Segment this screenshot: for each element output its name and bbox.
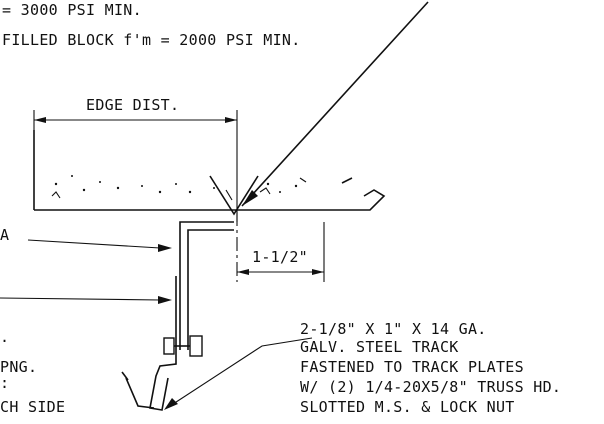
left-label-a: A <box>0 226 9 244</box>
left-label-line2: PNG. <box>0 358 37 376</box>
left-leader-middle-arrow <box>158 296 172 304</box>
track-j-hook-end <box>121 371 129 381</box>
track-callout: 2-1/8" X 1" X 14 GA. GALV. STEEL TRACK F… <box>300 320 561 416</box>
diagonal-leader-line <box>241 1 429 207</box>
lock-nut <box>189 335 203 357</box>
left-leader-top-arrow <box>158 244 172 252</box>
left-label-line3: : <box>0 374 9 392</box>
offset-dimension-label: 1-1/2" <box>252 248 308 266</box>
track-inner-leg <box>187 229 234 350</box>
left-leader-top <box>27 239 161 249</box>
concrete-aggregate <box>51 175 307 199</box>
note-filled-block-strength: FILLED BLOCK f'm = 2000 PSI MIN. <box>2 31 301 49</box>
slab-break-line <box>336 189 386 211</box>
track-callout-line4: W/ (2) 1/4-20X5/8" TRUSS HD. <box>300 378 561 396</box>
left-label-line4: CH SIDE <box>0 398 65 416</box>
offset-arrow-right <box>312 269 324 275</box>
offset-arrow-left <box>237 269 249 275</box>
track-top-leg <box>179 221 234 350</box>
anchor-v-inner <box>225 189 233 201</box>
track-callout-line5: SLOTTED M.S. & LOCK NUT <box>300 398 515 416</box>
track-callout-leader <box>169 337 313 407</box>
edge-dist-arrow-right <box>225 117 237 123</box>
diagonal-leader-arrowhead <box>242 190 258 206</box>
edge-dist-arrow-left <box>34 117 46 123</box>
track-j-hook-lip <box>125 377 155 409</box>
track-callout-arrowhead <box>164 398 178 410</box>
track-callout-line2: GALV. STEEL TRACK <box>300 338 459 356</box>
bolt-head <box>163 337 175 355</box>
note-concrete-strength: = 3000 PSI MIN. <box>2 1 142 19</box>
anchor-v-groove <box>209 175 259 216</box>
left-label-line1: . <box>0 328 9 346</box>
left-leader-middle <box>0 297 161 301</box>
track-callout-line3: FASTENED TO TRACK PLATES <box>300 358 524 376</box>
edge-distance-label: EDGE DIST. <box>86 96 179 114</box>
slab-break-mark <box>341 177 353 184</box>
track-callout-line1: 2-1/8" X 1" X 14 GA. <box>300 320 487 338</box>
track-j-hook-outer <box>149 350 177 411</box>
